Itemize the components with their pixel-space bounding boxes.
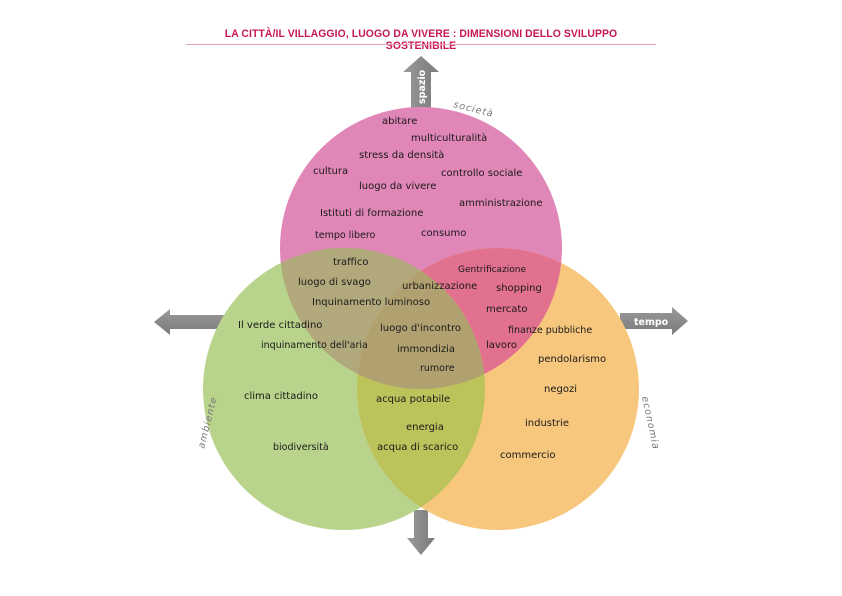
term-luogo-da-vivere: luogo da vivere (359, 181, 436, 192)
term-istituti-di-formazione: Istituti di formazione (320, 208, 423, 219)
arrow-down (407, 510, 435, 555)
term-inquinamento-dell-aria: inquinamento dell'aria (261, 340, 368, 351)
term-inquinamento-luminoso: Inquinamento luminoso (312, 297, 430, 308)
term-traffico: traffico (333, 257, 368, 268)
term-abitare: abitare (382, 116, 417, 127)
diagram-title: LA CITTÀ/IL VILLAGGIO, LUOGO DA VIVERE :… (224, 28, 618, 52)
overlap-center (357, 248, 485, 389)
term-consumo: consumo (421, 228, 466, 239)
term-il-verde-cittadino: Il verde cittadino (238, 320, 322, 331)
term-luogo-di-svago: luogo di svago (298, 277, 371, 288)
term-multiculturalita: multiculturalità (411, 132, 487, 144)
term-clima-cittadino: clima cittadino (244, 391, 318, 402)
term-industrie: industrie (525, 418, 569, 429)
term-gentrificazione: Gentrificazione (458, 265, 527, 275)
term-urbanizzazione: urbanizzazione (402, 281, 477, 292)
term-finanze-pubbliche: finanze pubbliche (508, 325, 592, 336)
term-negozi: negozi (544, 384, 577, 395)
arrow-left (154, 309, 226, 335)
circle-label-economia: economia (639, 395, 661, 451)
title-underline (186, 44, 656, 45)
term-energia: energia (406, 422, 444, 433)
term-commercio: commercio (500, 450, 556, 461)
term-shopping: shopping (496, 283, 542, 294)
term-tempo-libero: tempo libero (315, 230, 376, 241)
term-acqua-di-scarico: acqua di scarico (377, 442, 458, 453)
term-acqua-potabile: acqua potabile (376, 394, 450, 405)
term-luogo-d-incontro: luogo d'incontro (380, 323, 461, 334)
arrow-up-spazio: spazio (403, 56, 439, 108)
term-pendolarismo: pendolarismo (538, 354, 606, 365)
term-cultura: cultura (313, 166, 348, 177)
term-immondizia: immondizia (397, 344, 455, 355)
axis-label-spazio: spazio (417, 69, 428, 104)
axis-label-tempo: tempo (634, 317, 669, 328)
term-mercato: mercato (486, 304, 527, 315)
term-controllo-sociale: controllo sociale (441, 168, 522, 179)
term-biodiversita: biodiversità (273, 442, 329, 453)
term-stress-da-densita: stress da densità (359, 149, 444, 161)
arrow-right-tempo: tempo (620, 307, 688, 335)
term-amministrazione: amministrazione (459, 198, 543, 209)
term-rumore: rumore (420, 363, 455, 374)
term-lavoro: lavoro (486, 340, 517, 351)
